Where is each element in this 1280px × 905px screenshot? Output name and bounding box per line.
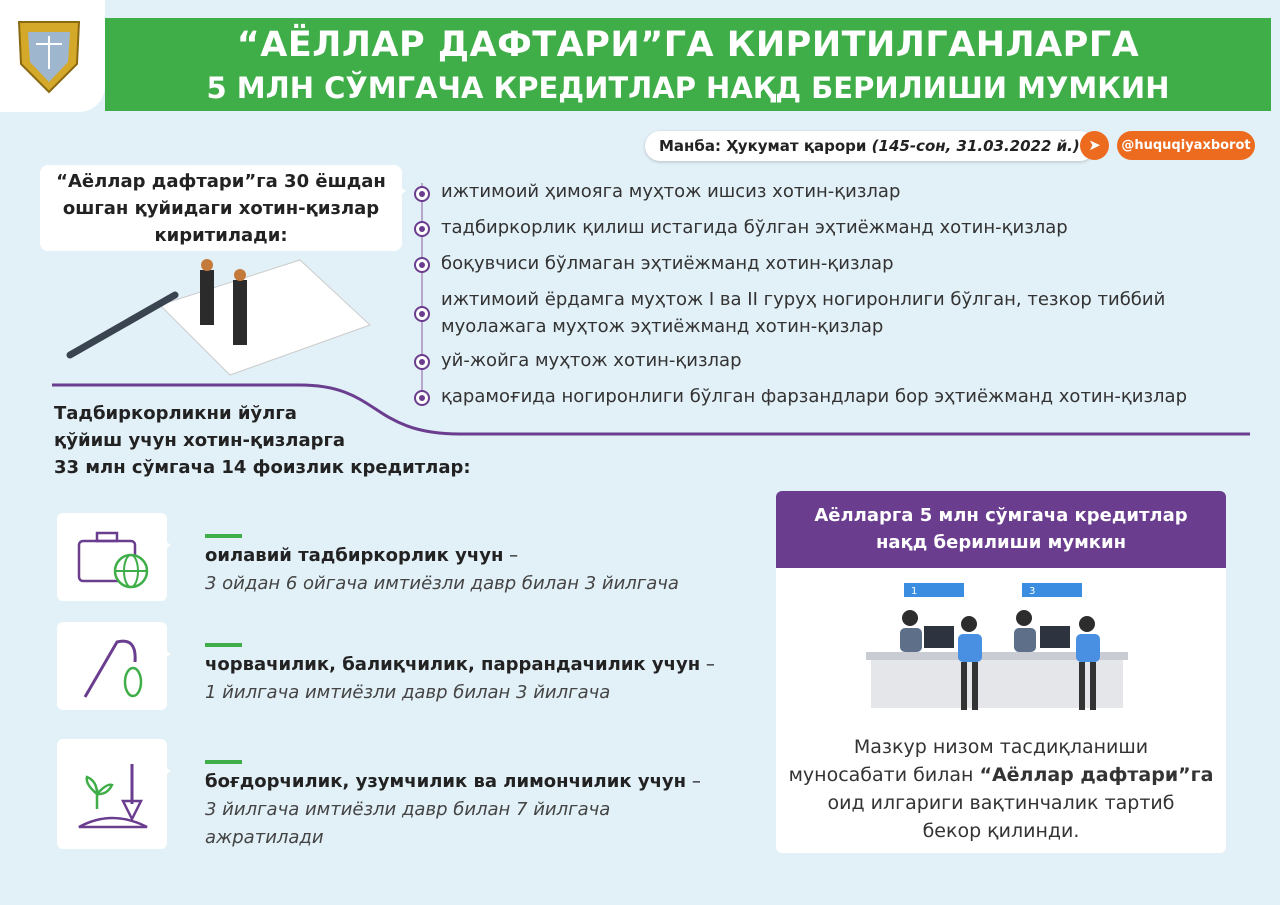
logo-card — [0, 0, 105, 112]
heading-line: 33 млн сўмгача 14 фоизлик кредитлар: — [54, 457, 471, 478]
heading-line: Тадбиркорликни йўлга — [54, 403, 297, 424]
handshake-illustration — [66, 259, 371, 376]
credit-title: оилавий тадбиркорлик учун — [205, 545, 504, 566]
bullet-dot — [414, 186, 430, 202]
bullet-dot — [414, 354, 430, 370]
criteria-item: боқувчиси бўлмаган эҳтиёжманд хотин-қизл… — [441, 253, 894, 274]
bank-counter-illustration: 1 3 — [866, 583, 1128, 710]
credit-desc: 1 йилгача имтиёзли давр билан 3 йилгача — [205, 682, 611, 703]
criteria-item: уй-жойга муҳтож хотин-қизлар — [441, 350, 742, 371]
title-line-1: “АЁЛЛАР ДАФТАРИ”ГА КИРИТИЛГАНЛАРГА — [236, 25, 1140, 65]
credit-item: боғдорчилик, узумчилик ва лимончилик учу… — [205, 768, 701, 852]
credit-desc: ажратилади — [205, 827, 324, 848]
green-dash — [205, 643, 242, 647]
credit-desc: 3 ойдан 6 ойгача имтиёзли давр билан 3 й… — [205, 573, 679, 594]
icon-card — [57, 513, 171, 601]
counter-number: 3 — [1029, 586, 1035, 597]
divider-curve — [52, 383, 1250, 436]
plant-shovel-icon — [78, 764, 148, 829]
sep: – — [700, 654, 715, 675]
criteria-item: тадбиркорлик қилиш истагида бўлган эҳтиё… — [441, 217, 1068, 238]
note-bold: “Аёллар дафтари”га — [979, 764, 1214, 786]
note-line: Мазкур низом тасдиқланиши — [853, 736, 1149, 758]
credit-title: чорвачилик, балиқчилик, паррандачилик уч… — [205, 654, 701, 675]
cash-note: Мазкур низом тасдиқланиши муносабати бил… — [776, 733, 1226, 845]
green-dash — [205, 760, 242, 764]
note-part: муносабати билан — [788, 764, 980, 786]
intro-line: киритилади: — [154, 225, 288, 246]
intro-line: ошган қуйидаги хотин-қизлар — [62, 198, 380, 219]
cash-title-line: Аёлларга 5 млн сўмгача кредитлар — [814, 505, 1188, 526]
source-pill: Манба: Ҳукумат қарори (145-сон, 31.03.20… — [645, 131, 1095, 161]
criteria-item: ижтимоий ёрдамга муҳтож I ва II гуруҳ но… — [441, 289, 1166, 310]
title-banner: “АЁЛЛАР ДАФТАРИ”ГА КИРИТИЛГАНЛАРГА 5 МЛН… — [105, 18, 1271, 111]
note-line: бекор қилинди. — [922, 820, 1080, 842]
timeline-line — [421, 183, 423, 398]
credit-item: чорвачилик, балиқчилик, паррандачилик уч… — [205, 651, 715, 707]
credits-heading: Тадбиркорликни йўлга қўйиш учун хотин-қи… — [54, 400, 471, 481]
source-detail: (145-сон, 31.03.2022 й.) — [871, 137, 1080, 155]
sep: – — [686, 771, 701, 792]
bullet-dot — [414, 306, 430, 322]
fishing-rod-icon — [83, 639, 143, 698]
credit-item: оилавий тадбиркорлик учун – 3 ойдан 6 ойг… — [205, 542, 679, 598]
emblem-icon — [17, 21, 81, 94]
source-label: Манба: Ҳукумат қарори — [659, 137, 867, 155]
cash-card-header: Аёлларга 5 млн сўмгача кредитлар нақд бе… — [776, 491, 1226, 568]
credit-desc: 3 йилгача имтиёзли давр билан 7 йилгача — [205, 799, 611, 820]
icon-card — [57, 622, 171, 710]
criteria-item: ижтимоий ҳимояга муҳтож ишсиз хотин-қизл… — [441, 181, 901, 202]
criteria-item-cont: муолажага муҳтож эҳтиёжманд хотин-қизлар — [441, 316, 884, 337]
bullet-dot — [414, 221, 430, 237]
cash-title-line: нақд берилиши мумкин — [875, 532, 1127, 553]
sep: – — [503, 545, 519, 566]
note-line: оид илгариги вақтинчалик тартиб — [827, 792, 1175, 814]
intro-bubble: “Аёллар дафтари”га 30 ёшдан ошган қуйида… — [40, 165, 406, 251]
cash-credit-card: Аёлларга 5 млн сўмгача кредитлар нақд бе… — [776, 491, 1226, 853]
title-line-2: 5 МЛН СЎМГАЧА КРЕДИТЛАР НАҚД БЕРИЛИШИ МУ… — [206, 71, 1170, 105]
icon-card — [57, 739, 171, 849]
intro-line: “Аёллар дафтари”га 30 ёшдан — [56, 171, 386, 192]
note-line: муносабати билан “Аёллар дафтари”га — [776, 761, 1226, 789]
heading-line: қўйиш учун хотин-қизларга — [54, 430, 346, 451]
bullet-dot — [414, 390, 430, 406]
counter-number: 1 — [911, 586, 917, 597]
green-dash — [205, 534, 242, 538]
criteria-item: қарамоғида ногиронлиги бўлган фарзандлар… — [441, 386, 1187, 407]
telegram-icon[interactable]: ➤ — [1080, 131, 1109, 160]
bullet-dot — [414, 257, 430, 273]
credit-title: боғдорчилик, узумчилик ва лимончилик учу… — [205, 771, 687, 792]
telegram-handle[interactable]: @huquqiyaxborot — [1117, 131, 1255, 160]
briefcase-globe-icon — [77, 531, 149, 589]
